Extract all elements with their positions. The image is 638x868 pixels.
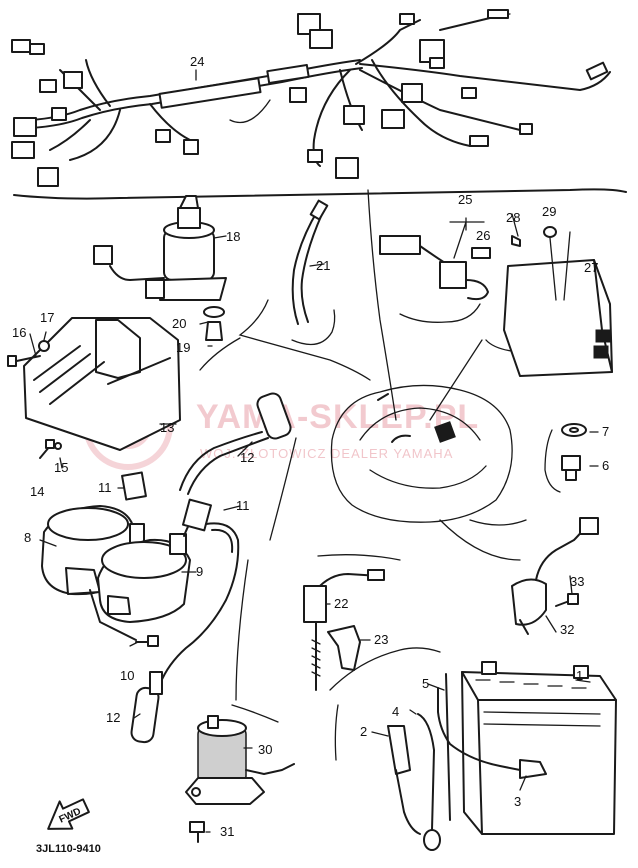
callout-21: 21 [316,258,330,273]
callout-31: 31 [220,824,234,839]
callout-14: 14 [30,484,44,499]
diagram-code: 3JL110-9410 [36,843,101,855]
watermark-text: YAMA-SKLEP.PL [196,398,479,436]
callout-10: 10 [120,668,134,683]
ignition-coil-9 [97,498,240,685]
callout-26: 26 [476,228,490,243]
callout-27: 27 [584,260,598,275]
battery [461,661,617,835]
callout-12-upper: 12 [240,450,254,465]
callout-33: 33 [570,574,584,589]
callout-16: 16 [12,325,26,340]
callout-24: 24 [190,54,204,69]
callout-6: 6 [602,458,609,473]
callout-11-left: 11 [98,480,112,495]
starter-relay [185,715,295,805]
callout-28: 28 [506,210,520,225]
callout-9: 9 [196,564,203,579]
watermark-subtext: WOJ. ZŁOTOWICZ DEALER YAMAHA [200,446,453,461]
callout-30: 30 [258,742,272,757]
callout-23: 23 [374,632,388,647]
callout-29: 29 [542,204,556,219]
callout-25: 25 [458,192,472,207]
cdi-unit-mark [434,421,456,443]
callout-8: 8 [24,530,31,545]
sensor-lead [291,199,329,325]
harness-adapter [379,217,491,301]
battery-leads [387,673,547,851]
callout-1: 1 [576,668,583,683]
relay-unit [503,226,613,377]
callout-11-right: 11 [236,498,250,513]
cdi-cover [23,317,181,451]
frame-outline [330,384,513,523]
bolt-and-washer [203,306,225,341]
callout-4: 4 [392,704,399,719]
wire-harness [11,9,611,187]
sensor-6-and-washer-7 [561,423,587,481]
callout-7: 7 [602,424,609,439]
bolt-10 [135,635,159,647]
spark-plug-cap-upper [121,392,292,501]
neutral-switch [511,517,599,635]
callout-20: 20 [172,316,186,331]
callout-32: 32 [560,622,574,637]
callout-12-lower: 12 [106,710,120,725]
callout-22: 22 [334,596,348,611]
mounting-bolts [7,340,62,459]
bracket-23 [327,625,361,671]
callout-18: 18 [226,229,240,244]
ignition-coil-8 [41,505,145,641]
watermark: YAMA-SKLEP.PL WOJ. ZŁOTOWICZ DEALER YAMA… [83,380,479,470]
leader-lines [29,69,599,833]
switch-with-spring [303,569,385,691]
callout-5: 5 [422,676,429,691]
callout-labels: 24 18 20 19 21 25 26 28 29 27 16 17 13 1… [12,54,609,839]
bolt-31 [189,821,205,843]
callout-15: 15 [54,460,68,475]
spark-plug-cap-lower [130,671,163,744]
callout-17: 17 [40,310,54,325]
fwd-arrow-icon: FWD [47,798,90,830]
callout-13: 13 [160,420,174,435]
callout-19: 19 [176,340,190,355]
callout-2: 2 [360,724,367,739]
callout-3: 3 [514,794,521,809]
main-switch [93,195,227,301]
